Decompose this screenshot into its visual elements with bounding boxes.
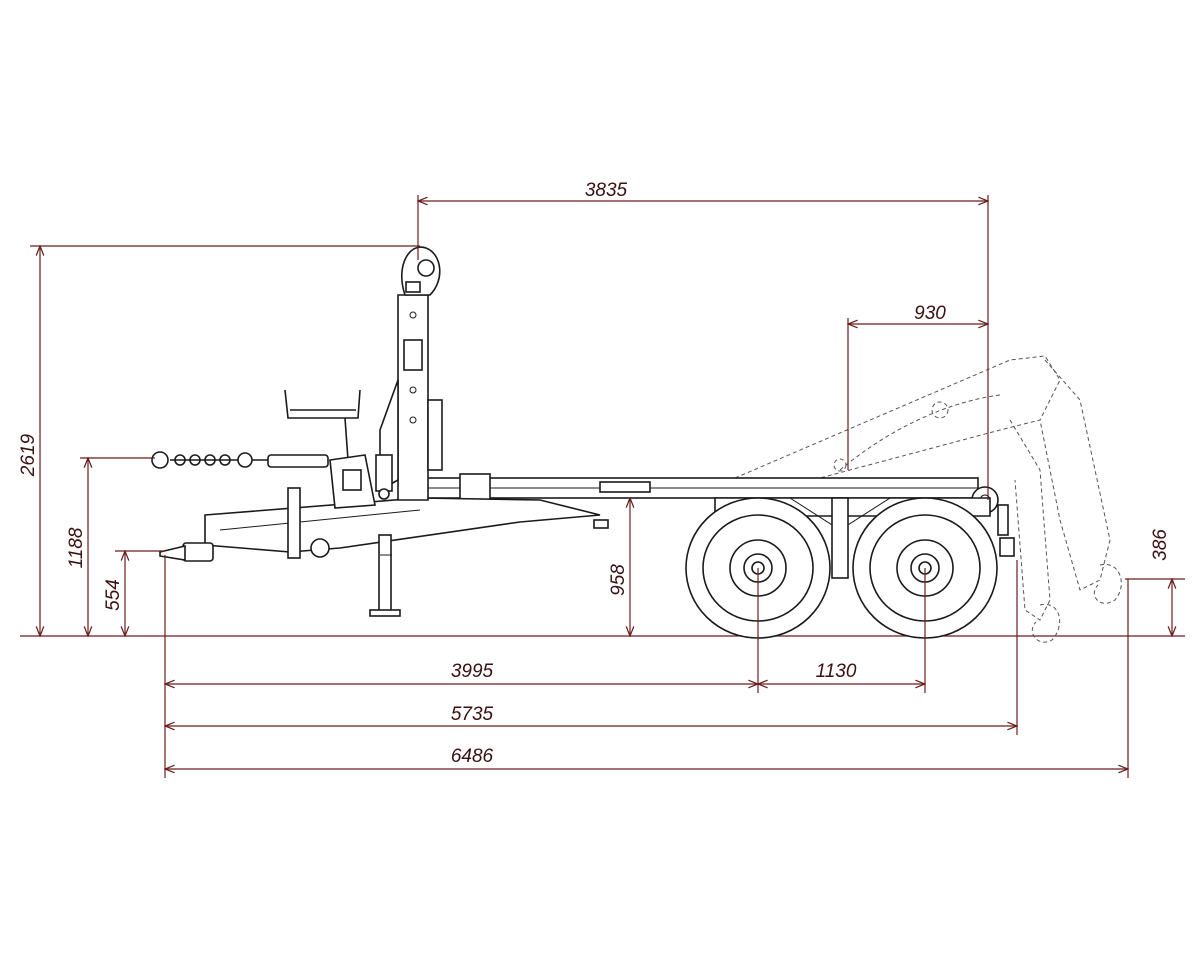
dim-axle-spacing: 1130 xyxy=(816,661,857,682)
dim-frame-length: 5735 xyxy=(451,704,494,725)
dimension-labels: 3835 930 2619 1188 554 958 386 3995 1130… xyxy=(18,180,1171,767)
dim-frame-height: 958 xyxy=(608,564,629,596)
dim-overall-height: 2619 xyxy=(18,433,39,477)
dim-rear-hook-height: 386 xyxy=(1150,529,1171,561)
dim-drawbar-height: 554 xyxy=(103,579,124,611)
dim-hook-to-rear: 3835 xyxy=(585,180,628,201)
dim-arm-offset: 930 xyxy=(914,303,946,324)
dim-chain-height: 1188 xyxy=(66,527,87,568)
dim-drawbar-to-axle: 3995 xyxy=(451,661,494,682)
operator-seat xyxy=(284,389,376,509)
hook-mast xyxy=(379,246,443,501)
trailer-body xyxy=(151,246,1122,643)
dimension-lines xyxy=(30,195,1185,778)
dim-overall-length: 6486 xyxy=(451,746,494,767)
drawbar-beam xyxy=(204,497,601,553)
tipping-arm-ghost xyxy=(734,355,1122,643)
support-leg xyxy=(378,534,392,616)
safety-chain xyxy=(151,451,329,469)
